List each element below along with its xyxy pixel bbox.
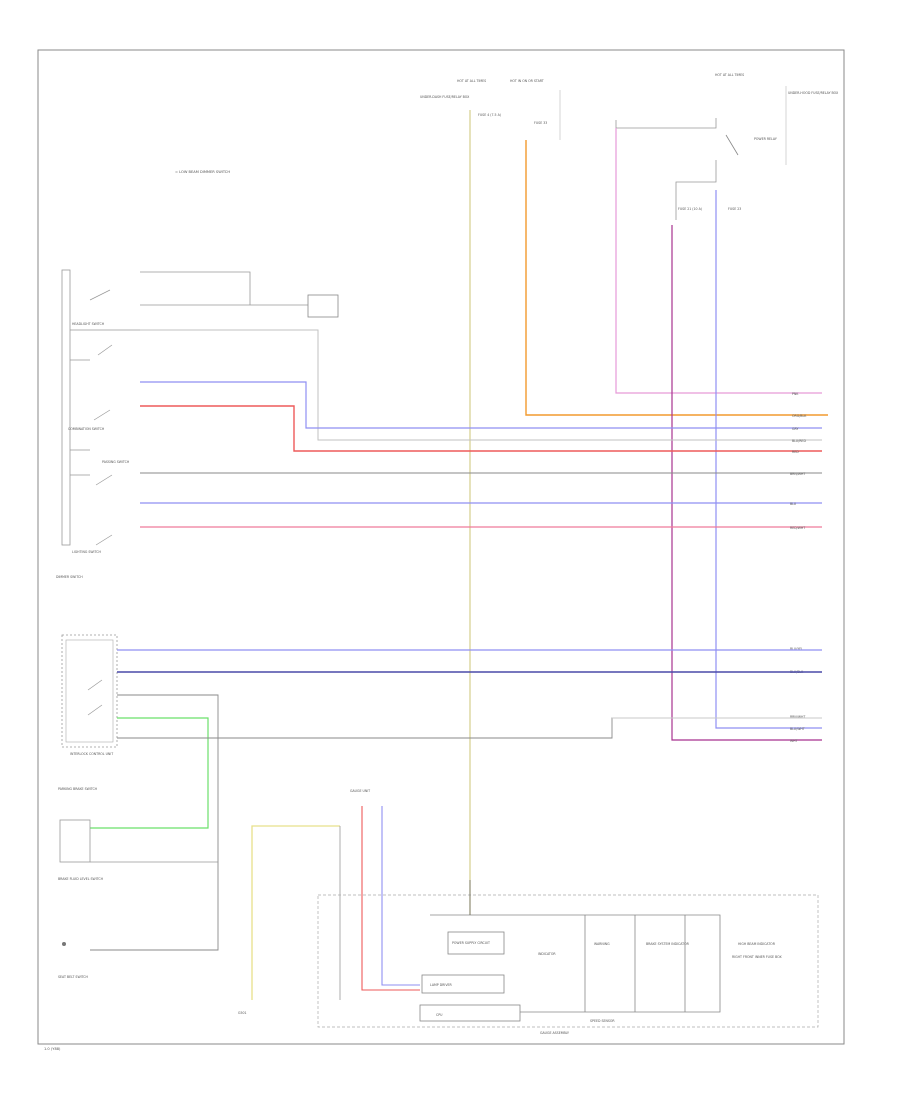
label-speed-sensor: SPEED SENSOR bbox=[590, 1019, 615, 1023]
wire-label-blu: BLU/WHT bbox=[790, 727, 805, 731]
label-beam-indicator: HIGH BEAM INDICATOR bbox=[738, 942, 776, 946]
wire-label-pink: PNK bbox=[792, 392, 799, 396]
wire-red bbox=[140, 405, 822, 452]
label-lamp-driver: LAMP DRIVER bbox=[430, 983, 453, 987]
wire-label-blu-yel: BLU/YEL bbox=[790, 647, 803, 651]
wire-label-red: RED bbox=[792, 450, 799, 454]
gauge-assembly: POWER SUPPLY CIRCUIT LAMP DRIVER CPU IND… bbox=[317, 894, 819, 1035]
label-fuse-d: FUSE 23 bbox=[728, 207, 741, 211]
seat-belt-switch: SEAT BELT SWITCH bbox=[58, 942, 89, 979]
wire-purple bbox=[671, 225, 822, 741]
label-brake-warning: BRAKE SYSTEM INDICATOR bbox=[646, 942, 690, 946]
label-fuse-c: FUSE 21 (10 A) bbox=[678, 207, 702, 211]
label-indicator: INDICATOR bbox=[538, 952, 556, 956]
wire-label-blue-red: BLU/RED bbox=[792, 439, 806, 443]
label-fuse-a: FUSE 4 (7.5 A) bbox=[478, 113, 501, 117]
wire-label-blue: BLU bbox=[790, 502, 797, 506]
label-passing-switch: PASSING SWITCH bbox=[102, 460, 130, 464]
wire-red-gauge bbox=[361, 806, 420, 991]
label-parking-brake: PARKING BRAKE SWITCH bbox=[58, 787, 98, 791]
top-note: = LOW BEAM DIMMER SWITCH bbox=[175, 170, 230, 174]
label-fuse-box-relay: UNDER-DASH FUSE/RELAY BOX bbox=[420, 95, 470, 99]
label-headlight-switch: HEADLIGHT SWITCH bbox=[72, 322, 105, 326]
label-cpu: CPU bbox=[436, 1013, 443, 1017]
wire-pink bbox=[615, 128, 822, 394]
brake-fluid-switch: BRAKE FLUID LEVEL SWITCH bbox=[58, 819, 218, 881]
right-wire-labels: PNK ORG/BLK GRY BLU/RED RED BRN/WHT BLU … bbox=[790, 392, 807, 743]
power-supply-box bbox=[447, 931, 505, 955]
label-power-relay: POWER RELAY bbox=[754, 137, 777, 141]
footer-code: 1.0 (Y88) bbox=[44, 1047, 61, 1051]
interlock-module: INTERLOCK CONTROL UNIT PARKING BRAKE SWI… bbox=[58, 634, 118, 791]
wire-blue-vertical bbox=[715, 190, 822, 729]
label-interlock-module: INTERLOCK CONTROL UNIT bbox=[70, 752, 113, 756]
wire-label-brn-wht2: BRN/WHT bbox=[790, 715, 805, 719]
label-power-supply: POWER SUPPLY CIRCUIT bbox=[452, 941, 490, 945]
wire-blue-red bbox=[140, 381, 822, 429]
wire-blue-gauge bbox=[381, 806, 420, 986]
label-warning: WARNING bbox=[594, 942, 610, 946]
diagram-border bbox=[37, 49, 845, 1045]
relay-box bbox=[307, 294, 339, 318]
wire-label-orange: ORG/BLK bbox=[792, 414, 807, 418]
label-hot-at-all-times-b: HOT AT ALL TIMES bbox=[715, 73, 744, 77]
cpu-box bbox=[419, 1004, 521, 1022]
wire-green bbox=[90, 717, 209, 829]
label-combination-switch: COMBINATION SWITCH bbox=[68, 427, 105, 431]
wire-yellow-ground bbox=[251, 825, 340, 1000]
label-fuse-b: FUSE 33 bbox=[534, 121, 547, 125]
label-seat-belt: SEAT BELT SWITCH bbox=[58, 975, 89, 979]
wire-label-brown-white: BRN/WHT bbox=[790, 472, 805, 476]
wire-brown-white-b bbox=[90, 694, 219, 951]
headlight-switch-block: HEADLIGHT SWITCH COMBINATION SWITCH LIGH… bbox=[56, 269, 140, 579]
wire-light-gray bbox=[140, 329, 822, 441]
label-hot-in-on: HOT IN ON OR START bbox=[510, 79, 544, 83]
wire-label-wht: WHT bbox=[790, 739, 798, 743]
label-brake-fluid: BRAKE FLUID LEVEL SWITCH bbox=[58, 877, 104, 881]
label-right-fuse-box: RIGHT FRONT INNER FUSE BOX bbox=[732, 955, 782, 959]
label-lighting-switch: LIGHTING SWITCH bbox=[72, 550, 101, 554]
label-gauge-meter: GAUGE UNIT bbox=[350, 789, 370, 793]
top-fuse-block: HOT AT ALL TIMES HOT IN ON OR START HOT … bbox=[420, 73, 839, 220]
wire-label-gray: GRY bbox=[792, 427, 798, 431]
label-hot-at-all-times-a: HOT AT ALL TIMES bbox=[457, 79, 486, 83]
label-dimmer-switch: DIMMER SWITCH bbox=[56, 575, 83, 579]
lamp-driver-box bbox=[421, 974, 505, 994]
wire-label-red-white: RED/WHT bbox=[790, 526, 805, 530]
label-ground: G501 bbox=[238, 1011, 247, 1015]
label-engine-room-box: UNDER-HOOD FUSE/RELAY BOX bbox=[788, 91, 839, 95]
wire-orange bbox=[525, 140, 828, 416]
label-gauge-assembly: GAUGE ASSEMBLY bbox=[540, 1031, 569, 1035]
